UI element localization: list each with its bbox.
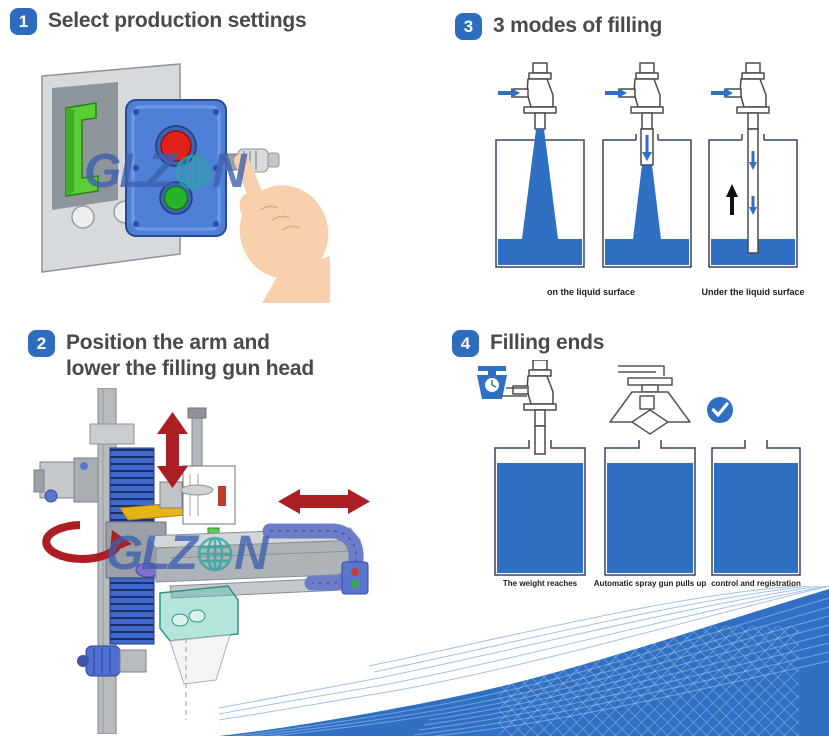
up-arrow-icon	[726, 184, 738, 215]
up-down-arrow-icon	[157, 412, 188, 488]
clamp-assembly	[33, 457, 99, 503]
spray-gun-retracted	[609, 365, 691, 435]
filling-end-1	[477, 360, 586, 576]
step-2-badge: 2	[28, 330, 55, 357]
hand-cursor-icon	[234, 153, 330, 303]
drag-chain	[262, 523, 364, 591]
filling-mode-3	[708, 62, 798, 268]
down-arrow-icon	[749, 151, 757, 215]
filling-end-2	[604, 365, 696, 576]
step-3-badge: 3	[455, 13, 482, 40]
step-4-title: Filling ends	[490, 331, 605, 354]
filling-ends-illustration	[477, 360, 801, 576]
green-handle	[65, 102, 99, 197]
green-button	[163, 185, 189, 211]
filling-end-caption: The weight reaches	[502, 579, 578, 588]
filling-end-caption: Automatic spray gun pulls up	[593, 579, 707, 588]
filling-machine-illustration	[33, 388, 370, 734]
swoosh-decoration	[219, 586, 829, 736]
bottom-motor	[77, 645, 147, 677]
nozzle-icon	[725, 62, 770, 130]
nozzle-icon	[619, 62, 664, 130]
filling-end-3	[707, 397, 801, 576]
step-4-badge: 4	[452, 330, 479, 357]
left-right-arrow-icon	[278, 489, 370, 514]
nozzle-icon	[512, 360, 557, 427]
step-1-badge: 1	[10, 8, 37, 35]
step-1-section: 1 Select production settings	[0, 0, 430, 315]
red-button	[160, 130, 192, 162]
down-arrow-icon	[642, 135, 652, 161]
filling-head	[180, 407, 236, 555]
filling-end-caption: control and registration	[711, 579, 801, 588]
nozzle-icon	[512, 62, 557, 130]
rotate-arrow-icon	[42, 521, 132, 563]
step-3-section: 3 3 modes of filling	[440, 0, 829, 315]
step-3-title: 3 modes of filling	[493, 14, 663, 37]
control-box-illustration	[41, 63, 330, 303]
end-effector	[341, 561, 369, 595]
step-2-title: Position the arm and lower the filling g…	[66, 331, 314, 380]
scale-icon	[477, 366, 507, 399]
filling-mode-2	[602, 62, 692, 268]
filling-modes-illustration	[495, 62, 798, 268]
filling-mode-caption: on the liquid surface	[546, 287, 636, 297]
filling-mode-caption: Under the liquid surface	[701, 287, 805, 297]
bellows-lower	[109, 577, 155, 645]
filling-mode-1	[495, 62, 585, 268]
check-icon	[707, 397, 733, 423]
step-4-section: 4 Filling ends	[440, 320, 829, 610]
control-box	[125, 99, 227, 237]
step-2-section: 2 Position the arm and lower the filling…	[0, 320, 430, 736]
guard-box	[159, 585, 239, 685]
step-1-title: Select production settings	[48, 9, 307, 32]
